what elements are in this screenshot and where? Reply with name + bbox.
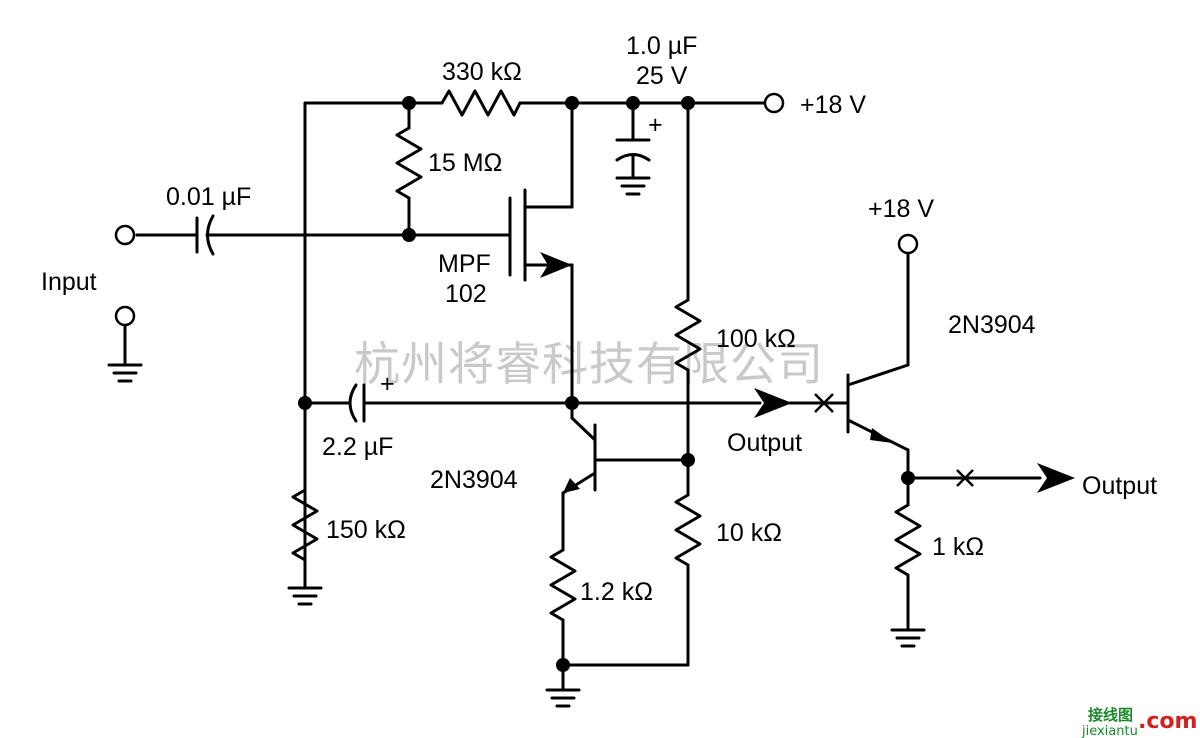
label-supply-top: +18 V (800, 91, 866, 119)
label-1k: 1 kΩ (932, 533, 984, 561)
jfet-mpf102 (407, 101, 574, 405)
label-100k: 100 kΩ (716, 325, 796, 353)
watermark-text: 杭州将睿科技有限公司 (354, 337, 824, 391)
label-150k: 150 kΩ (326, 516, 406, 544)
resistor-1-2k (545, 548, 581, 708)
label-15m: 15 MΩ (428, 149, 502, 177)
label-330k: 330 kΩ (442, 58, 522, 86)
supply-top-terminal (763, 92, 785, 114)
label-2n3904-mid: 2N3904 (430, 466, 518, 494)
input-ground (107, 323, 143, 383)
label-input: Input (41, 268, 97, 296)
resistor-1k (890, 476, 926, 648)
label-1-2k: 1.2 kΩ (580, 578, 653, 606)
resistor-150k (287, 401, 323, 606)
label-2-2uf: 2.2 µF (322, 433, 393, 461)
input-ground-terminal (114, 305, 136, 327)
label-cap2-plus: + (380, 370, 395, 398)
logo-text-en: jiexiantu (1081, 724, 1138, 738)
capacitor-2-2uf (303, 383, 850, 423)
label-102: 102 (445, 280, 487, 308)
label-0-01uf: 0.01 µF (166, 183, 251, 211)
capacitor-1uf (615, 101, 651, 196)
label-cap-plus: + (648, 111, 663, 139)
output-right-line (906, 463, 1075, 493)
logo-text-com: .com (1138, 709, 1197, 734)
capacitor-0-01uf (135, 214, 411, 256)
label-output-right: Output (1082, 472, 1157, 500)
top-rail-wires (303, 101, 767, 577)
site-logo: 接线图 jiexiantu .com (1081, 706, 1197, 738)
supply-right-terminal (897, 233, 919, 255)
label-2n3904-right: 2N3904 (948, 311, 1036, 339)
resistor-10k (561, 458, 702, 667)
resistor-100k (674, 101, 702, 462)
label-mpf: MPF (438, 250, 491, 278)
logo-text-cn: 接线图 (1088, 706, 1133, 724)
input-terminal (114, 224, 136, 246)
label-output-mid: Output (727, 429, 802, 457)
transistor-2n3904-right (846, 251, 910, 480)
resistor-330k (440, 89, 522, 117)
break-mark-1 (814, 393, 834, 413)
junction-dots (298, 96, 915, 672)
label-1uf: 1.0 µF (626, 32, 697, 60)
label-supply-right: +18 V (868, 195, 934, 223)
label-25v: 25 V (636, 62, 688, 90)
transistor-2n3904-mid (561, 401, 690, 552)
label-10k: 10 kΩ (716, 519, 782, 547)
resistor-15m (395, 101, 423, 238)
